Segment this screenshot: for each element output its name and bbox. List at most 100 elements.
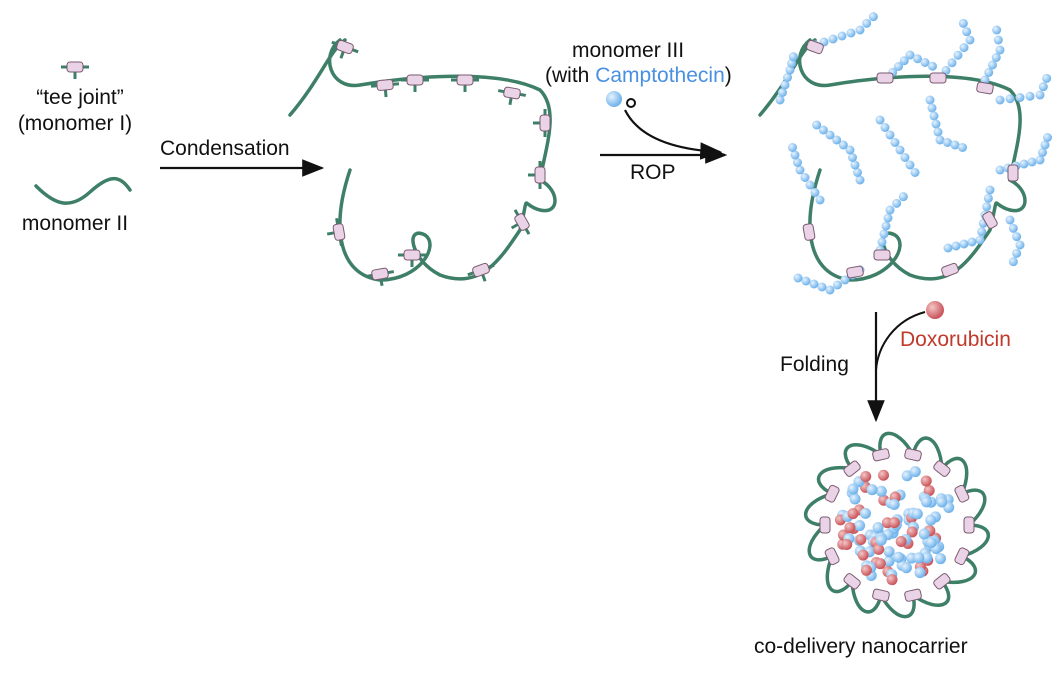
joint-body	[1007, 164, 1019, 182]
joint-body	[929, 72, 947, 84]
nanocarrier-loop	[843, 443, 883, 471]
camptothecin-bead	[832, 135, 842, 145]
camptothecin-bead	[1027, 157, 1037, 167]
joint-body	[539, 114, 551, 132]
camptothecin-bead	[943, 243, 953, 253]
camptothecin-bead	[992, 25, 1002, 35]
doxorubicin-bead	[923, 485, 935, 497]
camptothecin-bead	[910, 168, 920, 177]
camptothecin-label: Camptothecin	[595, 64, 725, 87]
camptothecin-bead	[988, 60, 997, 70]
camptothecin-bead	[788, 143, 797, 152]
monomer-i-label: (monomer I)	[17, 112, 133, 135]
camptothecin-bead	[877, 237, 887, 247]
camptothecin-bead	[953, 50, 963, 60]
monomer-iii-label: monomer III	[572, 39, 685, 62]
camptothecin-bead	[991, 53, 1001, 62]
joint-body	[534, 166, 546, 184]
doxorubicin-bead	[841, 538, 853, 550]
nanocarrier-loop	[807, 523, 834, 562]
joint-body	[954, 484, 970, 503]
tee-joint-icon	[941, 262, 959, 278]
tee-joint-icon	[872, 588, 890, 602]
camptothecin-bead	[935, 553, 947, 565]
camptothecin-bead	[892, 198, 902, 208]
camptothecin-bead	[1042, 73, 1052, 83]
camptothecin-bead	[1040, 140, 1050, 150]
tee-joint-icon	[933, 573, 951, 590]
tee-joint-icon	[61, 61, 89, 79]
joint-body	[376, 79, 394, 91]
doxorubicin-bead	[886, 574, 898, 586]
doxorubicin-label: Doxorubicin	[900, 328, 1011, 351]
camptothecin-bead	[800, 173, 810, 182]
camptothecin-bead	[1008, 257, 1018, 267]
camptothecin-bead	[853, 168, 862, 177]
joint-body	[503, 86, 521, 100]
camptothecin-bead	[775, 95, 785, 105]
camptothecin-bead	[793, 158, 802, 167]
tee-joint-icon	[398, 249, 426, 267]
with-suffix: )	[724, 64, 732, 87]
camptothecin-bead	[846, 28, 856, 38]
camptothecin-bead	[815, 195, 825, 205]
camptothecin-bead	[790, 150, 800, 160]
camptothecin-bead	[1035, 90, 1045, 100]
joint-body	[824, 547, 840, 566]
camptothecin-bead	[914, 567, 926, 579]
camptothecin-bead	[1005, 94, 1015, 104]
joint-body	[873, 249, 891, 261]
camptothecin-bead	[909, 466, 921, 478]
doxorubicin-bead	[873, 543, 885, 555]
camptothecin-bead	[918, 528, 930, 540]
camptothecin-bead	[1043, 133, 1052, 142]
camptothecin-bead	[885, 130, 895, 140]
camptothecin-bead	[936, 496, 948, 508]
camptothecin-bead	[982, 202, 992, 212]
joint-body	[904, 448, 922, 462]
camptothecin-bead	[788, 52, 798, 62]
camptothecin-bead	[890, 138, 900, 147]
joint-body	[371, 267, 389, 281]
camptothecin-bead	[881, 221, 891, 231]
joint-body	[843, 460, 861, 477]
camptothecin-bead	[780, 80, 790, 90]
nanocarrier-loop	[940, 554, 978, 585]
camptothecin-bead	[855, 25, 865, 35]
camptothecin-bead	[995, 45, 1005, 55]
tee-joint-icon	[933, 460, 951, 477]
joint-body	[872, 588, 890, 602]
camptothecin-bead	[950, 140, 960, 150]
tee-joint-icon	[824, 484, 840, 503]
joint-body	[976, 81, 994, 95]
camptothecin-bead	[888, 498, 900, 510]
tee-joint-icon	[872, 448, 890, 462]
camptothecin-bead	[783, 73, 792, 82]
condensation-label: Condensation	[160, 137, 290, 160]
tee-joint-icon	[976, 81, 994, 95]
camptothecin-bead	[801, 276, 811, 286]
joint-body	[802, 223, 816, 241]
camptothecin-bead	[855, 175, 865, 185]
camptothecin-bead	[967, 237, 977, 247]
tee-joint-icon	[819, 516, 831, 534]
camptothecin-bead	[892, 551, 904, 563]
doxorubicin-bead	[895, 535, 907, 547]
camptothecin-bead	[920, 496, 932, 508]
camptothecin-bead	[883, 546, 895, 558]
camptothecin-bead	[883, 555, 895, 567]
joint-body	[514, 213, 530, 231]
camptothecin-bead	[959, 239, 969, 249]
camptothecin-bead	[879, 229, 889, 239]
camptothecin-bead	[958, 18, 968, 28]
nanocarrier-loop	[816, 465, 854, 496]
camptothecin-bead	[933, 127, 943, 137]
camptothecin-bead	[900, 153, 910, 162]
camptothecin-bead	[905, 160, 915, 170]
product-label: co-delivery nanocarrier	[754, 635, 968, 658]
nanocarrier-loop	[940, 456, 969, 496]
tee-joint-icon	[331, 39, 359, 59]
camptothecin-bead	[606, 91, 622, 107]
camptothecin-bead	[895, 145, 905, 155]
camptothecin-bead	[947, 58, 957, 68]
